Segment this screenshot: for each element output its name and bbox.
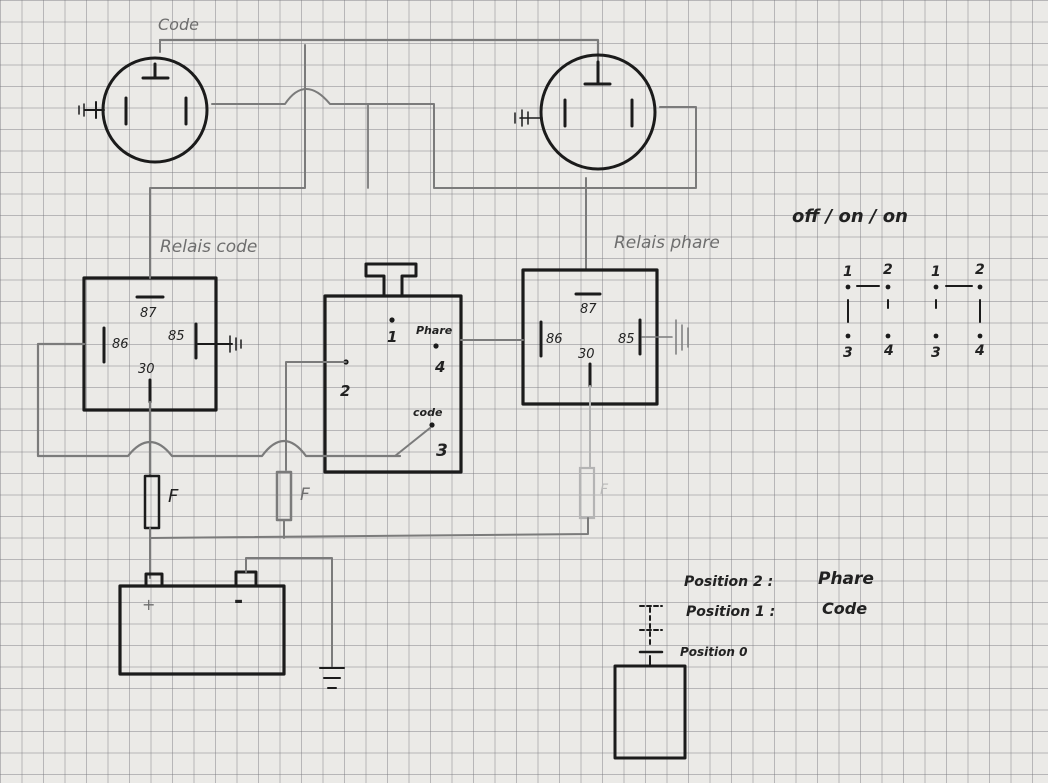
fuse-mid-label: F [300,485,310,505]
fuse-left-label: F [168,486,179,507]
legend-position-2-label: Position 2 : [684,574,773,590]
bottom-wiring [36,339,596,579]
contact-right-3: 3 [931,345,941,361]
switch-label-code: code [413,406,443,419]
relay-phare-pin-30: 30 [578,347,595,362]
battery-minus: - [234,589,243,614]
switch [323,262,463,474]
contact-right-4: 4 [974,343,985,359]
contact-left-2: 2 [883,262,893,278]
legend-position-2-value: Phare [818,569,874,589]
relay-phare-pin-85: 85 [618,332,635,347]
top-wiring [149,38,697,273]
switch-terminal-3: 3 [436,441,448,461]
contact-left-1: 1 [843,264,853,280]
contact-left-4: 4 [883,343,894,359]
contact-right-2: 2 [975,262,985,278]
contact-left-3: 3 [843,345,853,361]
relay-phare-pin-86: 86 [546,332,563,347]
label-top-code: Code [158,15,199,34]
relay-code [82,249,242,412]
legend-position-0-label: Position 0 [680,645,747,659]
lamp-right [514,53,657,171]
fuse-right-label: F [600,482,609,498]
relay-code-pin-86: 86 [112,337,129,352]
relay-code-pin-30: 30 [138,362,155,377]
contact-right-1: 1 [931,264,941,280]
relay-phare-pin-87: 87 [580,302,597,317]
label-relay-code: Relais code [160,237,257,257]
label-relay-phare: Relais phare [614,233,720,253]
switch-terminal-4: 4 [434,358,445,376]
battery-plus: + [142,595,155,614]
battery [118,557,345,689]
switch-terminal-1: 1 [387,328,397,346]
switch-terminal-2: 2 [340,382,350,400]
legend-switch [613,605,687,760]
switch-label-phare: Phare [416,324,453,337]
lamp-left [78,56,209,164]
legend-position-1-value: Code [822,599,867,618]
legend-position-1-label: Position 1 : [686,604,775,620]
positions-header: off / on / on [792,206,908,227]
contact-diagram [845,284,983,339]
relay-code-pin-85: 85 [168,329,185,344]
relay-code-pin-87: 87 [140,306,157,321]
